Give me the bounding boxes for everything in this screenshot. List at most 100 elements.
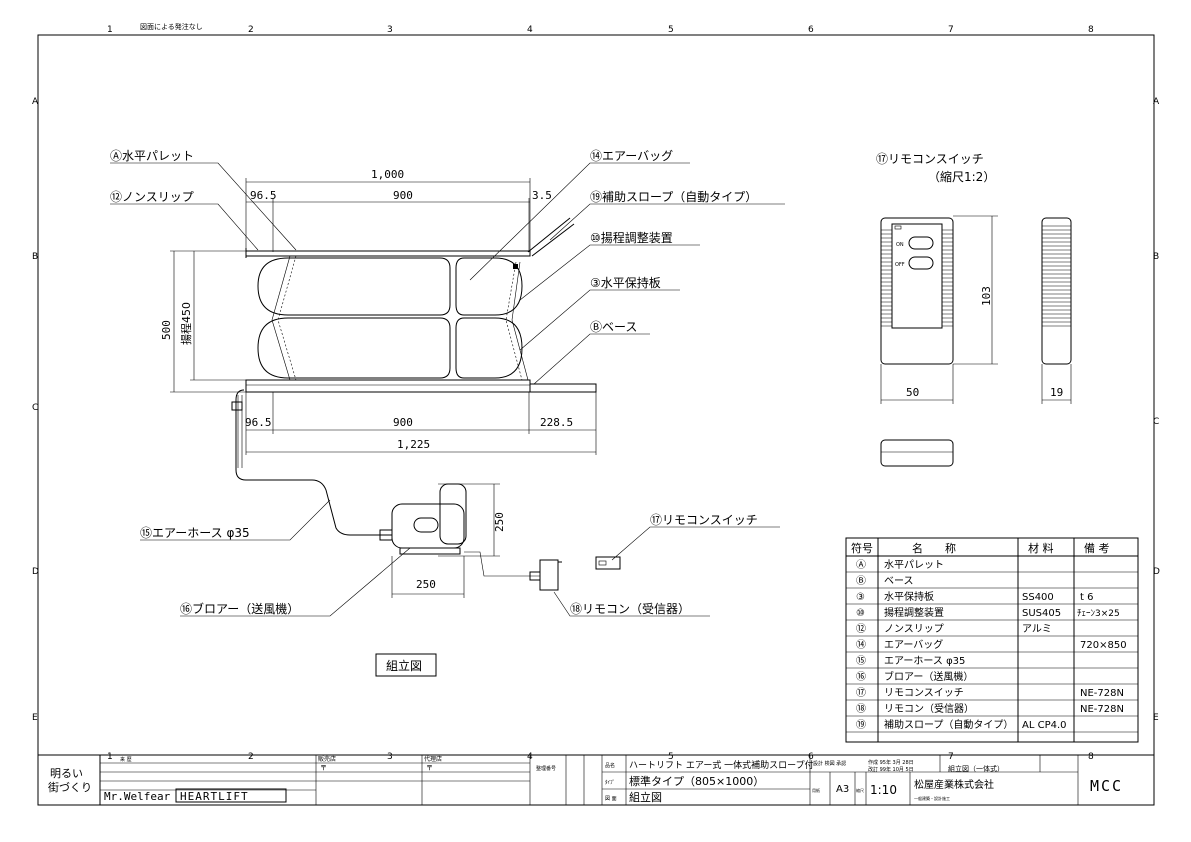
on-label: ON [896, 242, 904, 248]
row-label: B [1153, 252, 1159, 262]
lift-adjust-chain-right [505, 261, 523, 381]
air-hose [235, 389, 392, 536]
table-cell: ⑱ [856, 703, 866, 715]
drawing-number: 組立図（一体式） [948, 764, 1004, 773]
air-bag-upper-left [257, 257, 451, 316]
label-control-no: 整理番号 [536, 765, 556, 772]
col-label: 6 [808, 25, 814, 35]
auxiliary-ramp [530, 383, 597, 393]
slogan-line2: 街づくり [48, 780, 92, 794]
drawing-frame [37, 34, 1155, 806]
brand-name: Mr.Welfear [104, 790, 171, 803]
remote-bottom [880, 439, 954, 467]
remote-detail-title: ⑰リモコンスイッチ [876, 152, 984, 166]
col-label: 2 [248, 752, 254, 762]
postal-mark-2: 〒 [426, 764, 433, 772]
remote-side [1041, 217, 1072, 365]
postal-mark-1: 〒 [320, 764, 327, 772]
lift-dimensions: 1,000 96.5 900 3.5 500 揚程450 96.5 900 22… [160, 168, 597, 455]
table-cell: ③ [856, 592, 865, 603]
table-cell: SS400 [1022, 592, 1054, 603]
dim-remote-50: 50 [906, 386, 919, 399]
product-name: ハートリフト エアー式 一体式補助スロープ付 [629, 759, 814, 771]
row-label: C [32, 403, 38, 413]
dim-250-horizontal: 250 [416, 578, 436, 591]
table-cell: Ⓐ [856, 559, 866, 571]
label-product-name: 品名 [605, 762, 615, 769]
table-cell: エアーホース φ35 [884, 655, 965, 667]
label-type: ﾀｲﾌﾟ [605, 779, 615, 786]
product-type: 標準タイプ（805×1000） [629, 774, 764, 788]
col-label: 7 [948, 25, 954, 35]
col-label: 3 [387, 25, 393, 35]
blower [379, 483, 467, 555]
date-revised: 改訂 99年 10月 5日 [868, 766, 914, 773]
table-cell: ベース [884, 575, 914, 587]
remote-detail-scale: （縮尺1:2） [928, 169, 995, 184]
table-cell: リモコン（受信器） [884, 703, 974, 715]
dim-remote-103: 103 [980, 286, 993, 306]
table-cell: t 6 [1080, 592, 1093, 603]
table-header: 名 称 [912, 541, 956, 555]
callout-base: Ⓑベース [590, 320, 637, 334]
table-cell: エアーバッグ [884, 638, 943, 651]
dim-1225: 1,225 [397, 438, 430, 451]
callout-lift-adjuster: ⑩揚程調整装置 [590, 230, 673, 245]
column-labels-top: 1 2 3 4 5 6 7 8 [107, 25, 1094, 35]
company-subtitle: 一般建築・設計施工 [914, 795, 950, 801]
assembly-label: 組立図 [386, 658, 422, 673]
table-cell: NE-728N [1080, 688, 1124, 699]
table-cell: 水平保持板 [884, 590, 934, 603]
row-label: D [1153, 567, 1160, 577]
dim-96-5-bottom: 96.5 [245, 416, 272, 429]
label-dealer: 販売店 [318, 755, 336, 763]
table-cell: SUS405 [1022, 608, 1061, 619]
table-header: 材 料 [1028, 541, 1054, 555]
row-labels: A B C D E A B C D E [32, 97, 1160, 723]
dim-1000: 1,000 [371, 168, 404, 181]
col-label: 2 [248, 25, 254, 35]
auxiliary-ramp-raised [527, 217, 571, 253]
row-label: E [32, 713, 38, 723]
table-cell: 720×850 [1080, 640, 1127, 651]
table-cell: リモコンスイッチ [884, 687, 964, 699]
table-header: 符号 [851, 542, 873, 555]
label-approvals: 設計 検図 承認 [813, 760, 846, 767]
dim-remote-19: 19 [1050, 386, 1063, 399]
label-scale: 縮尺 [856, 787, 864, 793]
remote-receiver [539, 559, 559, 591]
dim-900-top: 900 [393, 189, 413, 202]
table-cell: ⑰ [856, 687, 866, 699]
col-label: 7 [948, 752, 954, 762]
company-name: 松屋産業株式会社 [914, 778, 994, 791]
callout-remote-switch: ⑰リモコンスイッチ [650, 513, 758, 527]
table-cell: ⑩ [856, 608, 865, 619]
table-cell: ノンスリップ [884, 623, 944, 635]
table-cell: ⑲ [856, 719, 866, 731]
on-button [908, 236, 934, 250]
label-paper-size: 用紙 [812, 787, 820, 793]
assembly-label-box [375, 653, 437, 677]
lift-side-view [245, 217, 597, 393]
paper-size: A3 [836, 784, 849, 795]
row-label: E [1153, 713, 1159, 723]
table-cell: ⑯ [856, 671, 866, 683]
off-label: OFF [895, 262, 905, 268]
horizontal-pallet [245, 250, 531, 257]
label-agent: 代理店 [424, 755, 442, 763]
table-cell: ⑭ [856, 639, 866, 651]
callout-blower: ⑯ブロアー（送風機） [180, 601, 299, 616]
leader-lines [110, 162, 785, 617]
col-label: 1 [107, 752, 113, 762]
table-cell: ⑫ [856, 623, 866, 635]
col-label: 6 [808, 752, 814, 762]
dim-900-bottom: 900 [393, 416, 413, 429]
remote-switch-small [595, 556, 621, 570]
col-label: 1 [107, 25, 113, 35]
drawing-name: 組立図 [629, 790, 662, 804]
col-label: 8 [1088, 25, 1094, 35]
label-history: 来 歴 [120, 757, 132, 763]
table-cell: アルミ [1022, 624, 1052, 635]
label-drawing: 図 面 [605, 796, 617, 802]
